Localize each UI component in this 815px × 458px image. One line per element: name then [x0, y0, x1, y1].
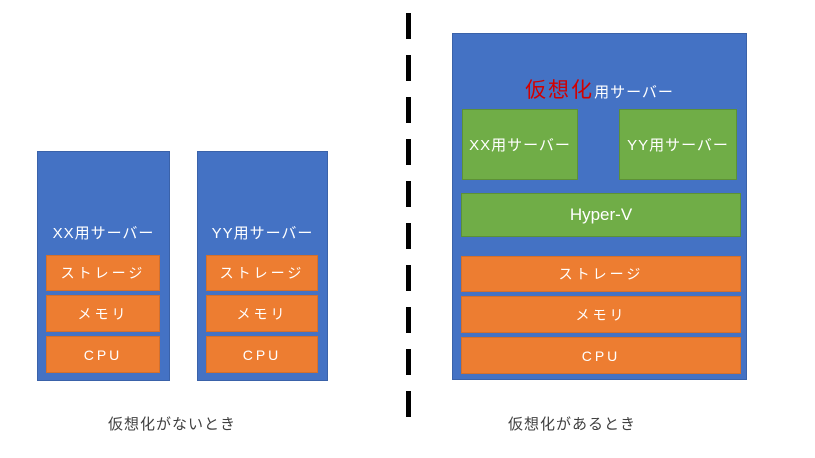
server-yy-cpu-box: CPU: [206, 336, 318, 373]
vm-box-xx: XX用サーバー: [462, 109, 578, 180]
caption-no-virtualization: 仮想化がないとき: [107, 416, 236, 433]
server-xx-memory-box: メモリ: [46, 295, 160, 332]
server-xx-label: XX用サーバー: [52, 225, 155, 242]
host-title-rest: 用サーバー: [594, 84, 674, 101]
host-storage-box: ストレージ: [461, 256, 741, 292]
host-memory-box: メモリ: [461, 296, 741, 333]
virtualization-host-box: 仮想化用サーバー XX用サーバー YY用サーバー Hyper-V ストレージ メ…: [452, 33, 747, 380]
caption-with-virtualization: 仮想化があるとき: [507, 416, 636, 433]
server-yy-label: YY用サーバー: [211, 225, 314, 242]
server-xx-storage-box: ストレージ: [46, 255, 160, 291]
server-yy-storage-box: ストレージ: [206, 255, 318, 291]
host-cpu-box: CPU: [461, 337, 741, 374]
host-title: 仮想化用サーバー: [453, 74, 746, 104]
server-xx-cpu-box: CPU: [46, 336, 160, 373]
host-title-highlight: 仮想化: [525, 79, 595, 102]
server-box-xx: XX用サーバー ストレージ メモリ CPU: [37, 151, 170, 381]
vm-box-yy: YY用サーバー: [619, 109, 737, 180]
server-box-yy: YY用サーバー ストレージ メモリ CPU: [197, 151, 328, 381]
server-yy-memory-box: メモリ: [206, 295, 318, 332]
hypervisor-bar: Hyper-V: [461, 193, 741, 237]
dashed-divider-line: [406, 13, 411, 417]
